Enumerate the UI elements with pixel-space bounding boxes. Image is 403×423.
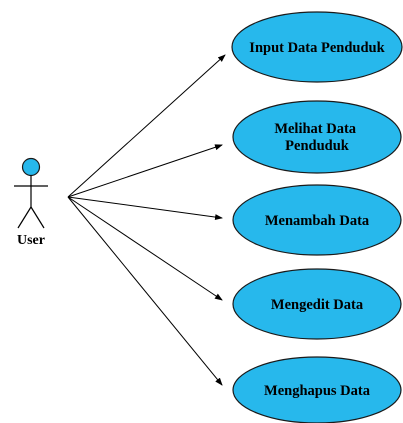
use-case-delete-label: Menghapus Data [264, 383, 371, 399]
use-case-edit[interactable]: Mengedit Data [232, 268, 402, 340]
actor-head-icon [21, 157, 41, 177]
association-line-input [67, 54, 226, 198]
associations [67, 54, 226, 386]
association-line-edit [67, 196, 223, 301]
use-case-add-label: Menambah Data [265, 213, 370, 229]
association-line-delete [67, 196, 223, 386]
use-case-input-ellipse [231, 11, 403, 83]
use-case-view-ellipse [232, 100, 402, 174]
use-case-input-label: Input Data Penduduk [249, 40, 385, 56]
association-line-add [67, 196, 223, 221]
use-case-view-label: Melihat Data Penduduk [274, 121, 359, 154]
use-case-add[interactable]: Menambah Data [232, 184, 402, 256]
actor-label: User [17, 233, 45, 248]
use-case-add-ellipse [232, 184, 402, 256]
use-case-input[interactable]: Input Data Penduduk [231, 11, 403, 83]
use-case-edit-label: Mengedit Data [271, 297, 364, 313]
use-case-delete-ellipse [232, 356, 402, 423]
use-case-edit-ellipse [232, 268, 402, 340]
use-case-view[interactable]: Melihat Data Penduduk [232, 100, 402, 174]
use-case-delete[interactable]: Menghapus Data [232, 356, 402, 423]
actor-left-leg [17, 206, 32, 229]
actor-right-leg [30, 206, 45, 229]
association-line-view [67, 144, 223, 198]
actor-user[interactable]: User [14, 157, 48, 249]
